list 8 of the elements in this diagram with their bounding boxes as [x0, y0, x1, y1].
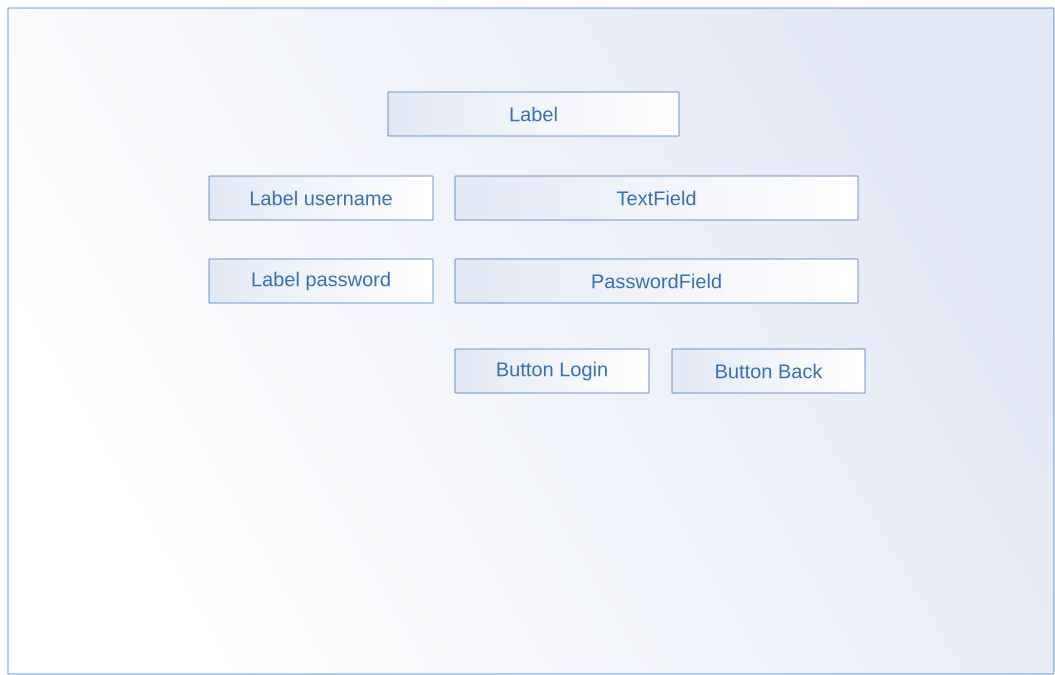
panel-background: [7, 7, 1055, 675]
label-box: Label password: [208, 258, 434, 304]
button: Button Back: [671, 348, 866, 394]
input-field: PasswordField: [454, 258, 859, 304]
label-box: Label username: [208, 175, 434, 221]
label-box: Label: [387, 91, 680, 137]
button: Button Login: [454, 348, 650, 394]
input-field: TextField: [454, 175, 859, 221]
